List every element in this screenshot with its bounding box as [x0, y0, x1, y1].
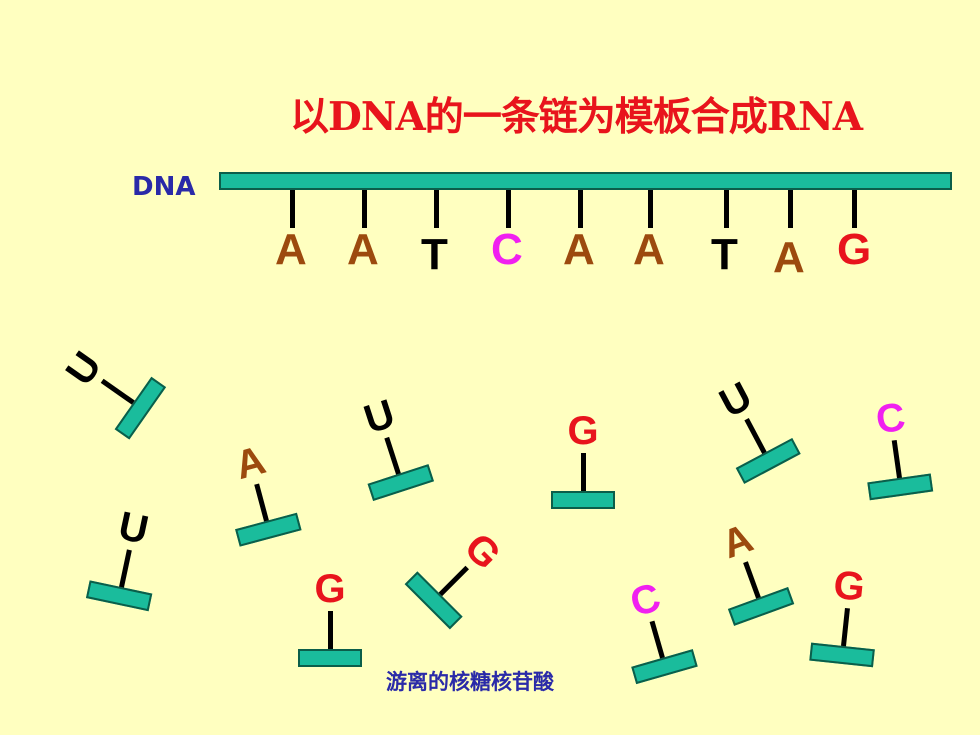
template-base-a: A: [633, 225, 665, 274]
free-base-g: G: [314, 567, 346, 611]
template-base-t: T: [711, 230, 738, 279]
free-base-c: C: [625, 575, 666, 626]
template-base-a: A: [275, 225, 307, 274]
template-base-a: A: [563, 225, 595, 274]
dna-label: DNA: [132, 172, 196, 202]
free-base-a: A: [716, 516, 759, 568]
dna-backbone: [219, 172, 952, 190]
nucleotide-stem: [119, 549, 132, 588]
template-base-t: T: [421, 230, 448, 279]
nucleotide-stem: [744, 418, 767, 454]
ribose-phosphate-block: [298, 649, 362, 667]
free-base-a: A: [230, 438, 271, 489]
free-nucleotides-caption: 游离的核糖核苷酸: [386, 669, 554, 694]
template-base-stem: [506, 190, 511, 228]
nucleotide-stem: [254, 483, 269, 522]
template-base-a: A: [773, 233, 805, 282]
template-base-g: G: [837, 225, 872, 274]
nucleotide-stem: [328, 611, 333, 649]
free-base-u: U: [114, 503, 153, 553]
nucleotide-stem: [581, 453, 586, 491]
template-base-c: C: [491, 225, 523, 274]
ribose-phosphate-block: [727, 587, 795, 626]
template-base-stem: [578, 190, 583, 228]
ribose-phosphate-block: [735, 437, 801, 484]
template-base-stem: [788, 190, 793, 228]
nucleotide-stem: [649, 620, 665, 659]
free-base-g: G: [831, 562, 868, 610]
nucleotide-stem: [438, 565, 469, 597]
free-base-u: U: [712, 373, 759, 427]
template-base-stem: [362, 190, 367, 228]
template-base-stem: [724, 190, 729, 228]
nucleotide-stem: [100, 378, 135, 405]
nucleotide-stem: [891, 439, 902, 479]
free-base-u: U: [57, 344, 111, 394]
nucleotide-stem: [743, 561, 761, 599]
ribose-phosphate-block: [114, 376, 167, 440]
free-base-u: U: [358, 391, 400, 443]
template-base-stem: [290, 190, 295, 228]
template-base-stem: [648, 190, 653, 228]
template-base-a: A: [347, 225, 379, 274]
template-base-stem: [852, 190, 857, 228]
template-base-stem: [434, 190, 439, 228]
diagram-title: 以DNA的一条链为模板合成RNA: [290, 94, 863, 140]
free-base-g: G: [567, 409, 599, 453]
free-base-c: C: [873, 394, 909, 443]
ribose-phosphate-block: [631, 649, 698, 685]
nucleotide-stem: [841, 607, 850, 647]
ribose-phosphate-block: [809, 642, 875, 668]
ribose-phosphate-block: [551, 491, 615, 509]
nucleotide-stem: [384, 436, 401, 475]
ribose-phosphate-block: [367, 464, 434, 502]
